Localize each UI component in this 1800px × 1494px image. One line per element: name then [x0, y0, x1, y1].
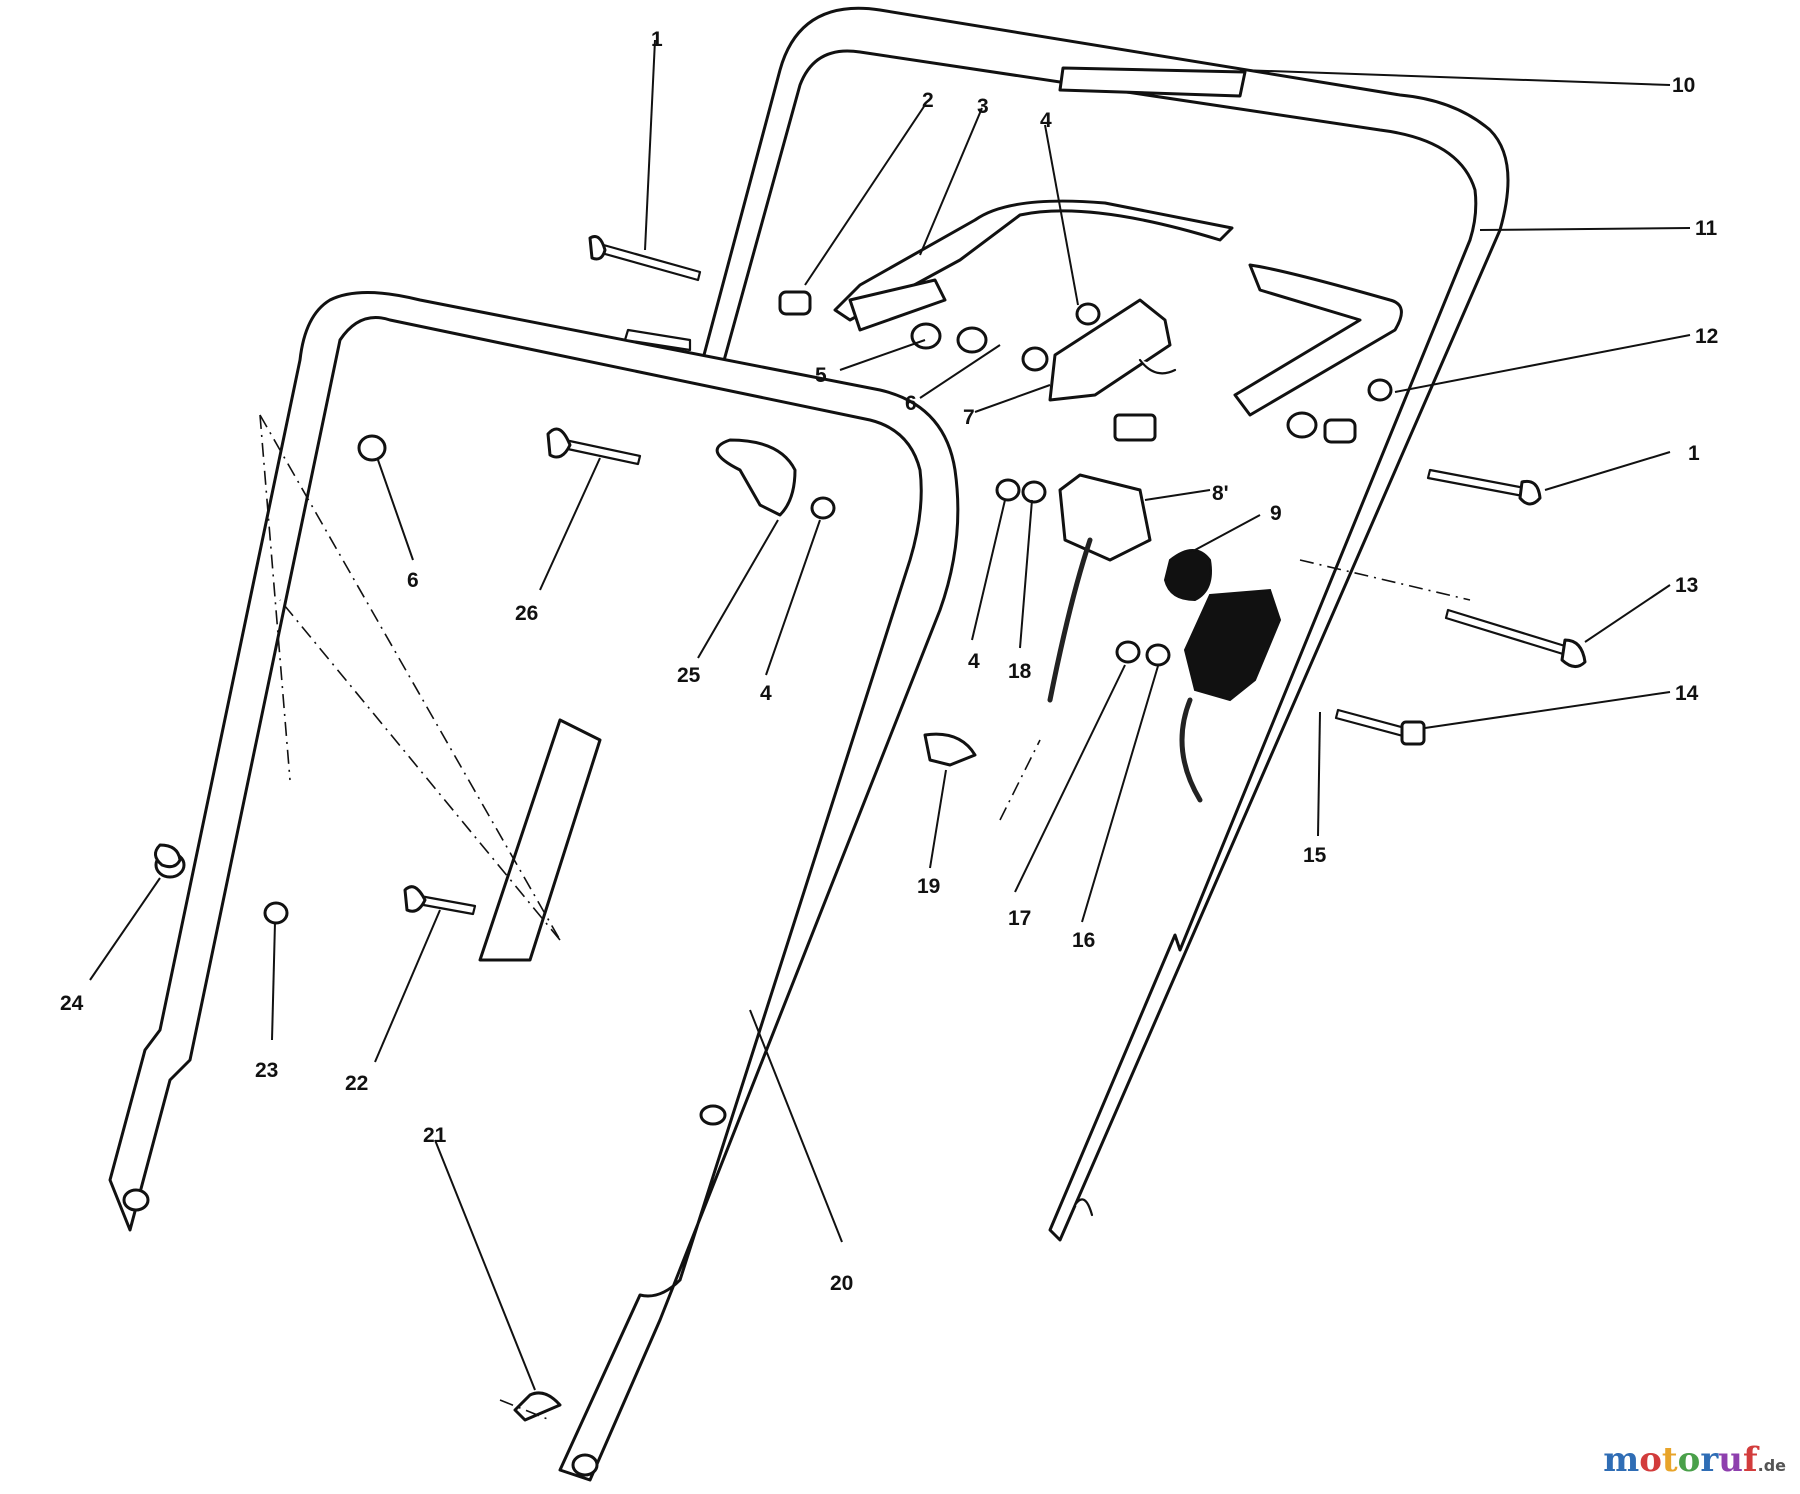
watermark-letter: o: [1639, 1440, 1662, 1480]
switch-assembly: [1047, 413, 1282, 803]
watermark-letter: r: [1700, 1440, 1719, 1480]
lower-handle: [108, 291, 960, 1482]
watermark-letter: u: [1718, 1440, 1743, 1480]
callout-11: 11: [1695, 217, 1718, 240]
callout-23: 23: [255, 1059, 278, 1082]
control-bail: [833, 199, 1403, 417]
hardware: [154, 290, 1393, 925]
callout-26: 26: [515, 602, 538, 625]
callout-18: 18: [1008, 660, 1032, 683]
handle-insert: [478, 718, 602, 962]
bolts: [154, 235, 1587, 1422]
watermark-letter: o: [1677, 1440, 1701, 1480]
callout-1a: 1: [651, 28, 663, 51]
callout-13: 13: [1675, 574, 1698, 597]
callout-17: 17: [1008, 907, 1031, 930]
callout-4c: 4: [968, 650, 980, 673]
callout-15: 15: [1303, 844, 1327, 867]
callout-10: 10: [1672, 74, 1695, 97]
center-lines: [259, 414, 1471, 1421]
callout-7: 7: [963, 406, 975, 429]
callout-6a: 6: [905, 392, 917, 415]
callout-16: 16: [1072, 929, 1095, 952]
callout-6b: 6: [407, 569, 419, 592]
callout-8: 8': [1212, 482, 1229, 505]
callout-1b: 1: [1688, 442, 1700, 465]
callout-12: 12: [1695, 325, 1718, 348]
watermark-logo: motoruf.de: [1603, 1440, 1786, 1480]
leader-lines: [89, 39, 1691, 1391]
callout-22: 22: [345, 1072, 368, 1095]
callout-25: 25: [677, 664, 701, 687]
watermark-letter: t: [1661, 1440, 1678, 1480]
callout-4a: 4: [1040, 109, 1052, 132]
callout-4b: 4: [760, 682, 772, 705]
watermark-tld: .de: [1757, 1456, 1786, 1475]
callout-14: 14: [1675, 682, 1699, 705]
callout-21: 21: [423, 1124, 447, 1147]
callout-labels: 1 2 3 4 10 11 12 5 6 7 1 8' 9 6 26 25 4 …: [60, 28, 1718, 1295]
watermark-letter: m: [1603, 1440, 1640, 1480]
callout-20: 20: [830, 1272, 853, 1295]
callout-3: 3: [977, 95, 989, 118]
callout-24: 24: [60, 992, 84, 1015]
handle-grip-10: [1058, 66, 1247, 98]
upper-handle: [688, 6, 1510, 1242]
callout-9: 9: [1270, 502, 1282, 525]
watermark-letter: f: [1742, 1440, 1758, 1480]
bracket-7: [1048, 298, 1172, 402]
callout-5: 5: [815, 364, 827, 387]
callout-2: 2: [922, 89, 934, 112]
callout-19: 19: [917, 875, 940, 898]
